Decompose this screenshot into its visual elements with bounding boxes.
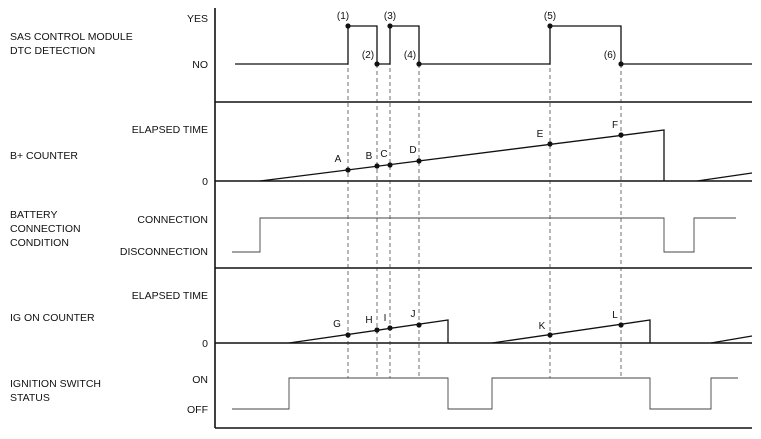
event-label-1: (1) xyxy=(337,11,349,22)
point-label-c: C xyxy=(380,149,387,160)
ig-label: IG ON COUNTER xyxy=(10,312,95,324)
point-label-d: D xyxy=(409,145,416,156)
ignition-level-on: ON xyxy=(192,374,208,386)
point-h xyxy=(374,327,380,333)
battery-label-line2: CONNECTION xyxy=(10,223,81,235)
point-j xyxy=(416,322,422,328)
event-reference-lines xyxy=(347,26,622,378)
bplus-level-elapsed: ELAPSED TIME xyxy=(132,124,208,136)
point-l xyxy=(618,322,624,328)
point-i xyxy=(387,325,393,331)
point-label-h: H xyxy=(365,315,372,326)
battery-label-line1: BATTERY xyxy=(10,209,57,221)
sas-event-dots xyxy=(345,23,624,67)
ignition-level-off: OFF xyxy=(187,404,208,416)
ig-level-zero: 0 xyxy=(202,338,208,350)
sas-level-yes: YES xyxy=(187,13,208,25)
event-dot-4 xyxy=(416,61,422,67)
event-label-5: (5) xyxy=(544,11,556,22)
event-dot-5 xyxy=(547,23,553,29)
bplus-points xyxy=(345,132,624,173)
event-label-3: (3) xyxy=(384,11,396,22)
event-dot-2 xyxy=(374,61,380,67)
point-e xyxy=(547,141,553,147)
battery-connection-signal xyxy=(232,217,736,253)
point-label-l: L xyxy=(612,310,618,321)
point-label-f: F xyxy=(612,120,618,131)
ig-points xyxy=(345,322,624,338)
point-g xyxy=(345,332,351,338)
ig-counter-ramp-1 xyxy=(288,319,449,344)
sas-dtc-signal xyxy=(235,25,752,65)
point-c xyxy=(387,162,393,168)
point-label-i: I xyxy=(384,313,387,324)
point-d xyxy=(416,158,422,164)
point-label-a: A xyxy=(335,154,342,165)
bplus-counter-restart xyxy=(696,172,753,182)
point-label-j: J xyxy=(411,309,416,320)
sas-label-line1: SAS CONTROL MODULE xyxy=(10,31,133,43)
event-label-2: (2) xyxy=(362,50,374,61)
battery-level-disconnection: DISCONNECTION xyxy=(120,246,208,258)
point-label-k: K xyxy=(539,321,546,332)
point-label-g: G xyxy=(333,319,341,330)
sas-label-line2: DTC DETECTION xyxy=(10,45,95,57)
ig-counter-ramp-3 xyxy=(710,335,753,344)
battery-label-line3: CONDITION xyxy=(10,237,69,249)
ignition-label-line1: IGNITION SWITCH xyxy=(10,378,101,390)
event-dot-6 xyxy=(618,61,624,67)
ig-level-elapsed: ELAPSED TIME xyxy=(132,290,208,302)
point-label-e: E xyxy=(537,129,544,140)
point-f xyxy=(618,132,624,138)
point-a xyxy=(345,167,351,173)
point-b xyxy=(374,163,380,169)
ignition-label-line2: STATUS xyxy=(10,392,50,404)
sas-level-no: NO xyxy=(192,59,208,71)
event-dot-3 xyxy=(387,23,393,29)
point-k xyxy=(547,332,553,338)
event-dot-1 xyxy=(345,23,351,29)
bplus-level-zero: 0 xyxy=(202,176,208,188)
battery-level-connection: CONNECTION xyxy=(137,214,208,226)
ignition-switch-signal xyxy=(232,377,738,410)
bplus-counter-ramp xyxy=(259,129,665,182)
event-label-6: (6) xyxy=(604,50,616,61)
point-label-b: B xyxy=(366,151,373,162)
event-label-4: (4) xyxy=(404,50,416,61)
ig-counter-ramp-2 xyxy=(491,319,651,344)
bplus-label: B+ COUNTER xyxy=(10,150,78,162)
